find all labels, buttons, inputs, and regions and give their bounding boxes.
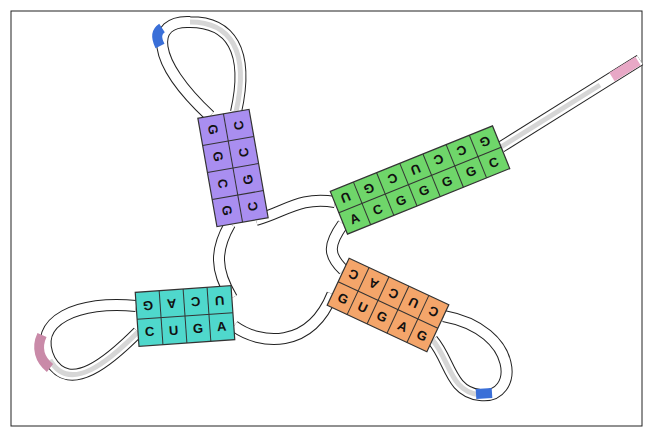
- nucleotide-letter: U: [339, 190, 353, 206]
- strand-divider: [339, 147, 501, 213]
- strand-divider: [137, 313, 233, 320]
- frame: [11, 11, 642, 426]
- nucleotide-letter: A: [167, 297, 177, 311]
- nucleotide-letter: U: [169, 323, 179, 337]
- nucleotide-letter: C: [386, 171, 400, 187]
- nucleotide-letter: G: [417, 183, 431, 199]
- nucleotide-letter: G: [394, 192, 408, 208]
- nucleotide-letter: G: [143, 298, 154, 312]
- nucleotide-letter: C: [231, 119, 245, 131]
- nucleotide-letter: C: [246, 201, 260, 213]
- nucleotide-letter: G: [206, 124, 221, 136]
- nucleotide-letter: A: [217, 320, 227, 334]
- nucleotide-letter: C: [432, 152, 446, 168]
- nucleotide-letter: G: [375, 309, 390, 325]
- nucleotide-letter: A: [348, 211, 362, 227]
- nucleotide-letter: G: [464, 164, 478, 180]
- nucleotide-letter: G: [478, 133, 492, 149]
- nucleotide-letter: G: [211, 151, 226, 163]
- nucleotide-letter: U: [409, 162, 423, 178]
- helix-box: [330, 126, 509, 234]
- strand-divider: [338, 282, 438, 328]
- nucleotide-letter: C: [455, 143, 469, 159]
- orange-helix: [327, 258, 449, 352]
- nucleotide-letter: C: [236, 146, 250, 158]
- nucleotide-letter: C: [347, 267, 361, 283]
- green-helix: [330, 126, 509, 234]
- nucleotide-letter: U: [406, 295, 420, 311]
- nucleotide-letter: G: [440, 173, 454, 189]
- nucleotide-letter: A: [367, 276, 381, 292]
- nucleotide-letter: C: [487, 155, 501, 171]
- purple-helix: [198, 109, 268, 226]
- backbone-outline: [39, 22, 640, 395]
- nucleotide-letter: U: [356, 300, 370, 316]
- nucleotide-letter: C: [145, 325, 155, 339]
- teal-helix: [135, 286, 235, 347]
- nucleotide-letter: G: [241, 173, 256, 185]
- nucleotide-letter: C: [191, 295, 201, 309]
- nucleotide-letter: C: [371, 202, 385, 218]
- nucleotide-letter: G: [220, 205, 235, 217]
- helix-box: [198, 109, 268, 226]
- nucleotide-letter: C: [426, 304, 440, 320]
- helix-box: [135, 286, 235, 347]
- nucleotide-letter: G: [415, 327, 430, 343]
- nucleotide-letter: G: [192, 322, 203, 336]
- nucleotide-letter: U: [215, 293, 225, 307]
- nucleotide-letter: C: [386, 285, 400, 301]
- helix-box: [327, 258, 449, 352]
- nucleotide-letter: G: [335, 290, 350, 306]
- nucleotide-letter: C: [215, 178, 229, 190]
- nucleotide-letter: G: [362, 180, 376, 196]
- nucleotide-letter: A: [395, 318, 409, 334]
